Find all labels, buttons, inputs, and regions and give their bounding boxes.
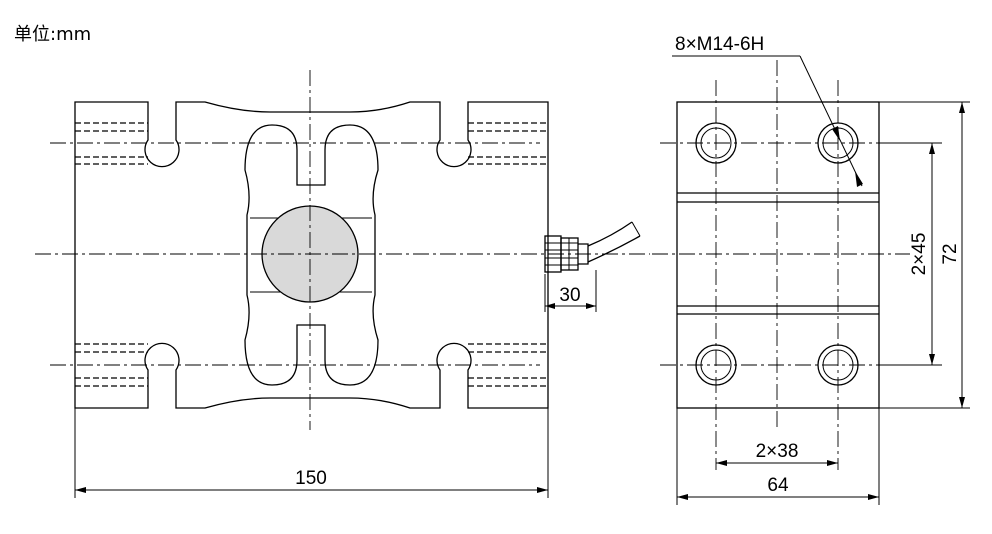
callout-leader	[799, 55, 863, 187]
arrowhead	[827, 460, 838, 466]
front-center-cutout	[244, 124, 379, 386]
arrowhead	[959, 102, 965, 113]
dim-2x38-label: 2×38	[756, 441, 799, 462]
connector-sleeve	[578, 243, 589, 265]
arrowhead	[716, 460, 727, 466]
arrowhead	[75, 487, 86, 493]
arrowhead	[545, 303, 555, 309]
dim-30-label: 30	[559, 285, 580, 306]
arrowhead	[868, 494, 879, 500]
side-view: 8×M14-6H 2×38 64 2×45 72	[652, 34, 970, 505]
side-body-outline	[676, 101, 880, 409]
unit-label: 单位:mm	[14, 24, 91, 45]
arrowhead	[855, 171, 863, 187]
arrowhead	[537, 487, 548, 493]
cable-end	[631, 221, 641, 237]
front-view: 30 150	[35, 70, 650, 498]
cable	[587, 235, 641, 263]
dim-150-label: 150	[295, 468, 327, 489]
arrowhead	[677, 494, 688, 500]
arrowhead	[929, 143, 935, 154]
arrowhead	[586, 303, 596, 309]
thread-spec-label: 8×M14-6H	[675, 34, 764, 55]
dim-2x45-label: 2×45	[909, 233, 930, 276]
arrowhead	[929, 354, 935, 365]
arrowhead	[959, 397, 965, 408]
dim-72-label: 72	[940, 243, 961, 264]
dim-64-label: 64	[767, 475, 789, 496]
arrowhead	[832, 126, 840, 141]
cable	[587, 221, 633, 247]
